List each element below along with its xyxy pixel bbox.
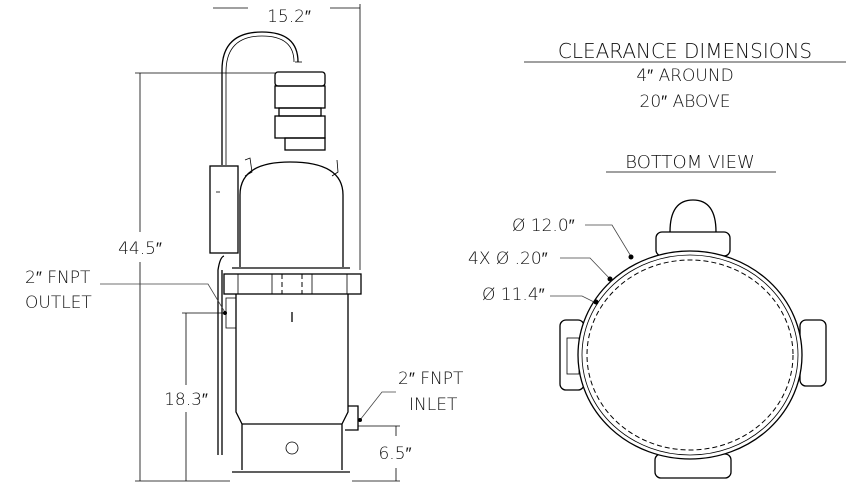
height-dimension: 44.5″ bbox=[118, 72, 275, 482]
outlet-label-line1: 2″ FNPT bbox=[25, 268, 91, 288]
height-dim-label: 44.5″ bbox=[118, 239, 162, 259]
motor-dome bbox=[669, 199, 717, 233]
inlet-label-line2: INLET bbox=[409, 395, 458, 415]
inlet-port bbox=[345, 405, 359, 431]
width-dim-label: 15.2″ bbox=[267, 7, 311, 27]
outlet-height-dimension: 18.3″ bbox=[164, 312, 226, 481]
tank-dome bbox=[239, 161, 344, 267]
inner-dashed-circle bbox=[586, 259, 794, 451]
holes-label: 4X Ø .20″ bbox=[468, 249, 548, 269]
tank-body bbox=[235, 294, 349, 470]
inlet-height-dimension: 6.5″ bbox=[352, 425, 412, 482]
outlet-label-line2: OUTLET bbox=[25, 293, 92, 313]
bottom-view: BOTTOM VIEW Ø 12.0″ 4X Ø .20″ Ø 11.4″ bbox=[468, 152, 827, 479]
inlet-label-line1: 2″ FNPT bbox=[398, 369, 464, 389]
bottom-view-title: BOTTOM VIEW bbox=[625, 152, 755, 173]
flange bbox=[223, 273, 362, 295]
outer-circle bbox=[577, 250, 803, 460]
outlet-pipe bbox=[217, 255, 225, 455]
width-dimension: 15.2″ bbox=[213, 4, 361, 270]
lug-right bbox=[799, 319, 827, 387]
clearance-notes: CLEARANCE DIMENSIONS 4″ AROUND 20″ ABOVE bbox=[524, 39, 846, 112]
motor bbox=[274, 61, 326, 151]
outer-dia-callout: Ø 12.0″ bbox=[512, 216, 634, 260]
inner-dia-callout: Ø 11.4″ bbox=[482, 285, 599, 305]
clearance-above: 20″ ABOVE bbox=[640, 92, 731, 112]
inlet-callout: 2″ FNPT INLET bbox=[358, 369, 464, 422]
drain-port bbox=[285, 441, 299, 455]
side-view: 15.2″ 44.5″ bbox=[25, 4, 464, 482]
inner-dia-label: Ø 11.4″ bbox=[482, 285, 545, 305]
junction-box bbox=[209, 165, 239, 254]
cable bbox=[221, 31, 299, 165]
outlet-callout: 2″ FNPT OUTLET bbox=[25, 268, 227, 315]
clearance-title: CLEARANCE DIMENSIONS bbox=[558, 39, 812, 63]
inlet-height-label: 6.5″ bbox=[378, 444, 411, 464]
outlet-height-label: 18.3″ bbox=[164, 390, 208, 410]
outer-dia-label: Ø 12.0″ bbox=[512, 216, 575, 236]
clearance-around: 4″ AROUND bbox=[636, 66, 733, 86]
holes-callout: 4X Ø .20″ bbox=[468, 249, 613, 282]
